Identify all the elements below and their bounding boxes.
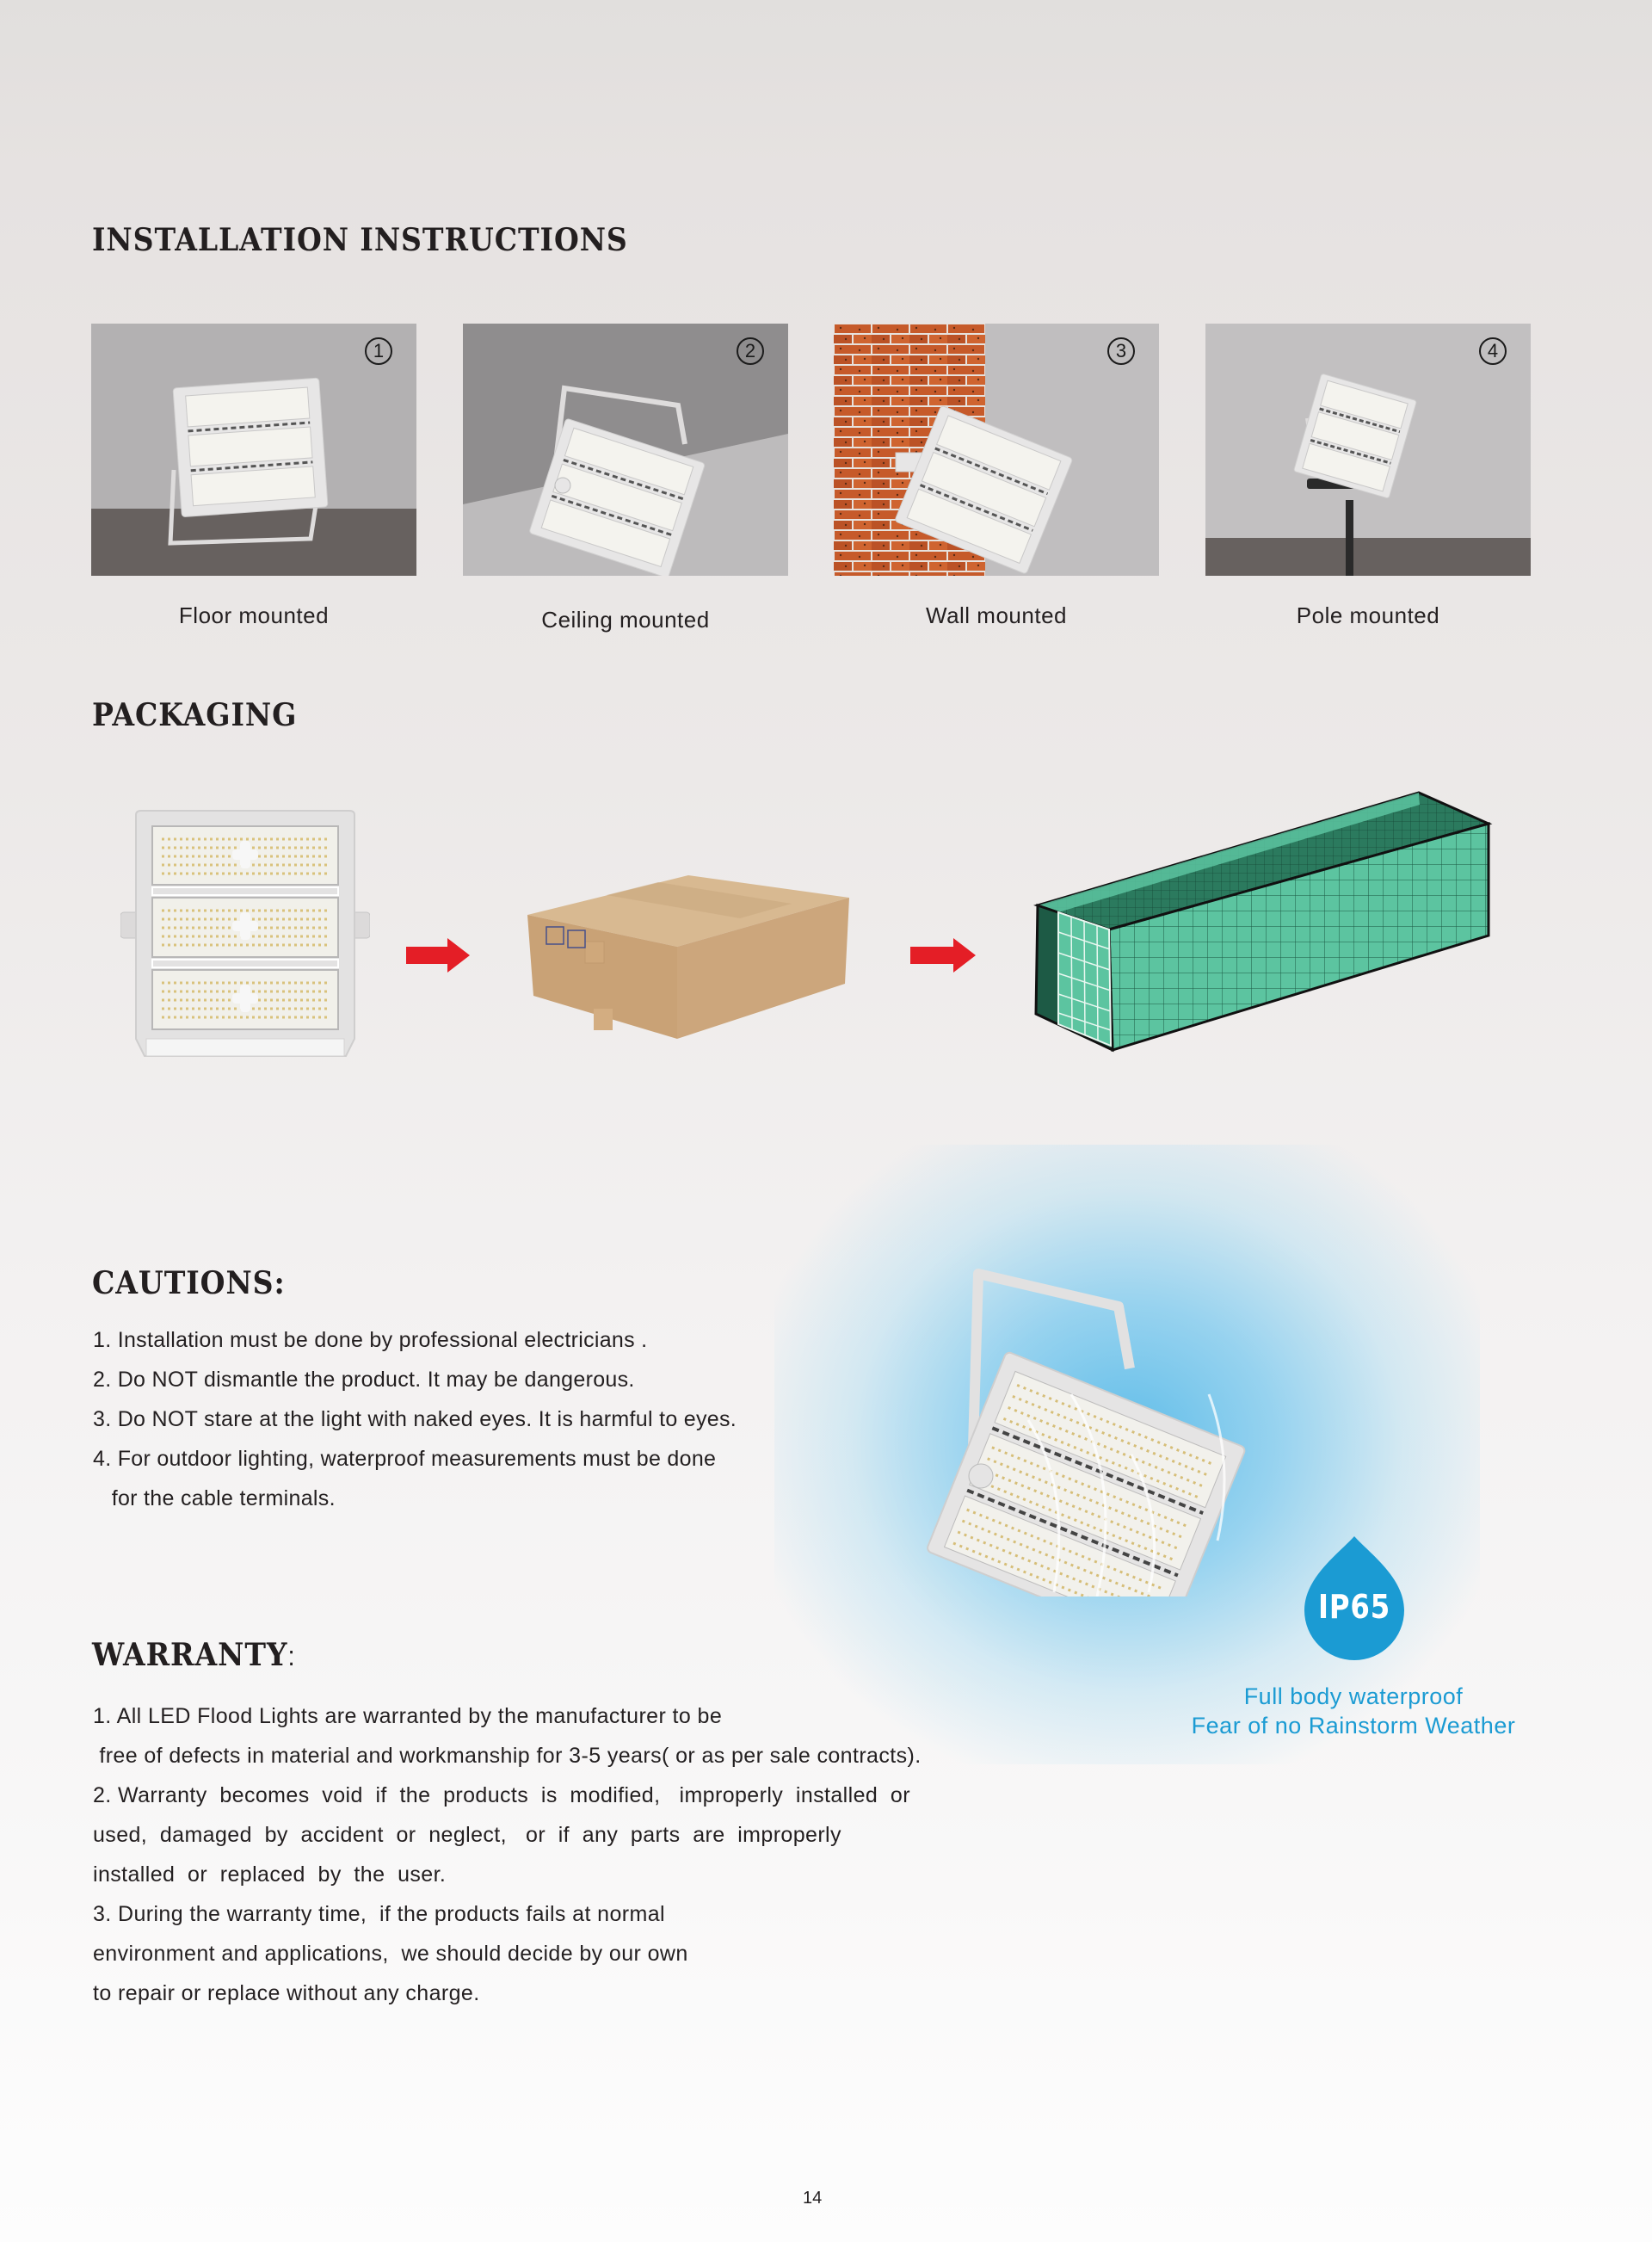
- install-image-pole: 4: [1205, 324, 1531, 576]
- warranty-line: 1. All LED Flood Lights are warranted by…: [93, 1704, 723, 1728]
- carton-box-icon: [527, 875, 849, 1039]
- ceiling-mounted-illustration: [463, 324, 788, 576]
- caution-item: for the cable terminals.: [93, 1486, 336, 1510]
- warranty-line: 2. Warranty becomes void if the products…: [93, 1783, 910, 1807]
- warranty-line: to repair or replace without any charge.: [93, 1981, 480, 2005]
- warranty-list: 1. All LED Flood Lights are warranted by…: [93, 1696, 922, 2013]
- ip65-badge: IP65: [1303, 1535, 1406, 1660]
- shipping-container-icon: [1033, 791, 1493, 1053]
- warranty-colon: :: [287, 1640, 296, 1671]
- waterproof-line-2: Fear of no Rainstorm Weather: [1191, 1713, 1516, 1739]
- caption-pole-mounted: Pole mounted: [1296, 602, 1440, 628]
- page-number: 14: [803, 2189, 823, 2208]
- warranty-heading: WARRANTY:: [92, 1637, 296, 1673]
- step-number-1: 1: [365, 337, 392, 365]
- caution-item: 4. For outdoor lighting, waterproof meas…: [93, 1447, 717, 1471]
- caution-item: 2. Do NOT dismantle the product. It may …: [93, 1368, 635, 1392]
- step-number-3: 3: [1107, 337, 1135, 365]
- pole-mounted-illustration: [1205, 324, 1531, 576]
- caption-ceiling-mounted: Ceiling mounted: [541, 607, 710, 633]
- wall-mounted-illustration: [834, 324, 1159, 576]
- install-image-wall: 3: [834, 324, 1159, 576]
- step-number-4: 4: [1479, 337, 1507, 365]
- installation-heading: INSTALLATION INSTRUCTIONS: [92, 222, 628, 258]
- cautions-list: 1. Installation must be done by professi…: [93, 1320, 737, 1518]
- install-image-ceiling: 2: [463, 324, 788, 576]
- warranty-line: used, damaged by accident or neglect, or…: [93, 1823, 841, 1847]
- cautions-heading: CAUTIONS:: [92, 1265, 286, 1301]
- floor-mounted-illustration: [91, 324, 416, 576]
- caution-item: 1. Installation must be done by professi…: [93, 1328, 648, 1352]
- ip65-label: IP65: [1317, 1588, 1391, 1626]
- waterproof-floodlight-image: [927, 1269, 1246, 1597]
- warranty-line: installed or replaced by the user.: [93, 1862, 447, 1887]
- caption-wall-mounted: Wall mounted: [926, 602, 1067, 628]
- water-drop-icon: [1304, 1536, 1404, 1660]
- warranty-line: environment and applications, we should …: [93, 1942, 688, 1966]
- warranty-line: 3. During the warranty time, if the prod…: [93, 1902, 665, 1926]
- install-image-floor: 1: [91, 324, 416, 576]
- arrow-right-icon-2: [910, 938, 976, 973]
- floodlight-product-icon: [120, 810, 370, 1057]
- packaging-heading: PACKAGING: [92, 697, 298, 733]
- step-number-2: 2: [737, 337, 764, 365]
- warranty-title: WARRANTY: [92, 1637, 288, 1673]
- arrow-right-icon: [406, 938, 470, 973]
- caption-floor-mounted: Floor mounted: [178, 602, 330, 628]
- waterproof-line-1: Full body waterproof: [1243, 1683, 1464, 1709]
- caution-item: 3. Do NOT stare at the light with naked …: [93, 1407, 737, 1431]
- warranty-line: free of defects in material and workmans…: [93, 1744, 922, 1768]
